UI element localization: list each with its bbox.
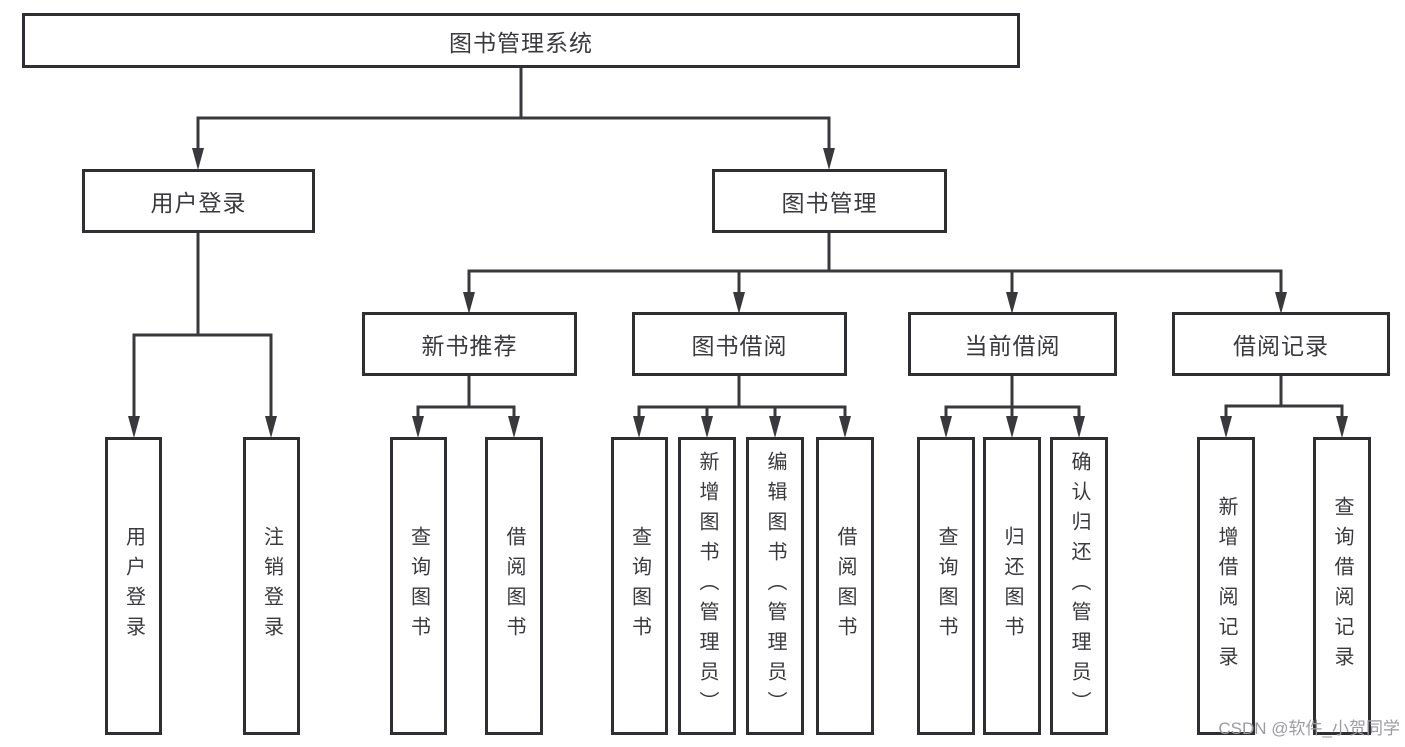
node-label: 用户登录 <box>150 190 247 216</box>
node-label: 查询图书 <box>935 526 957 646</box>
node-borrow-records: 借阅记录 <box>1172 312 1390 376</box>
node-book-management: 图书管理 <box>712 169 947 233</box>
leaf-current-query-books: 查询图书 <box>917 437 975 735</box>
watermark: CSDN @软件_小贺同学 <box>1218 719 1400 738</box>
node-label: 当前借阅 <box>964 333 1061 359</box>
node-label: 图书借阅 <box>691 333 788 359</box>
node-label: 新增图书（管理员） <box>696 451 718 721</box>
node-user-login: 用户登录 <box>82 169 315 233</box>
arrow-down-icon <box>1336 416 1348 438</box>
arrow-down-icon <box>1006 292 1018 314</box>
leaf-borrowing-add-books-admin: 新增图书（管理员） <box>678 437 736 735</box>
node-label: 新增借阅记录 <box>1215 496 1237 676</box>
connector-root <box>192 66 835 170</box>
node-label: 借阅图书 <box>503 526 525 646</box>
arrow-down-icon <box>1220 416 1232 438</box>
node-label: 注销登录 <box>260 526 283 646</box>
leaf-current-confirm-return-admin: 确认归还（管理员） <box>1050 437 1108 735</box>
node-label: 归还图书 <box>1001 526 1023 646</box>
node-label: 图书管理系统 <box>449 29 593 56</box>
leaf-records-query-borrow-record: 查询借阅记录 <box>1313 437 1371 735</box>
node-current-borrowing: 当前借阅 <box>908 312 1117 376</box>
node-label: 图书管理 <box>781 190 878 216</box>
arrow-down-icon <box>823 148 835 170</box>
arrow-down-icon <box>839 416 851 438</box>
leaf-borrowing-borrow-books: 借阅图书 <box>816 437 874 735</box>
leaf-newbook-borrow-books: 借阅图书 <box>485 437 543 735</box>
arrow-down-icon <box>733 292 745 314</box>
arrow-down-icon <box>701 416 713 438</box>
arrow-down-icon <box>940 416 952 438</box>
node-label: 借阅图书 <box>834 526 856 646</box>
node-label: 查询借阅记录 <box>1331 496 1353 676</box>
leaf-newbook-query-books: 查询图书 <box>390 437 447 735</box>
node-label: 用户登录 <box>122 526 145 646</box>
arrow-down-icon <box>508 416 520 438</box>
arrow-down-icon <box>265 416 277 438</box>
arrow-down-icon <box>128 416 140 438</box>
arrow-down-icon <box>192 148 204 170</box>
leaf-records-add-borrow-record: 新增借阅记录 <box>1197 437 1255 735</box>
leaf-borrowing-query-books: 查询图书 <box>611 437 668 735</box>
node-label: 编辑图书（管理员） <box>764 451 786 721</box>
node-library-management-system: 图书管理系统 <box>22 13 1020 68</box>
node-new-book-recommendation: 新书推荐 <box>362 312 577 376</box>
arrow-down-icon <box>1073 416 1085 438</box>
arrow-down-icon <box>633 416 645 438</box>
arrow-down-icon <box>412 416 424 438</box>
leaf-user-login: 用户登录 <box>105 437 162 735</box>
node-label: 新书推荐 <box>421 333 518 359</box>
leaf-logout: 注销登录 <box>243 437 300 735</box>
arrow-down-icon <box>1275 292 1287 314</box>
connector-user-login <box>128 231 277 438</box>
arrow-down-icon <box>463 292 475 314</box>
node-label: 借阅记录 <box>1233 333 1329 359</box>
node-label: 查询图书 <box>407 526 430 646</box>
connector-borrow-records <box>1220 374 1348 438</box>
leaf-borrowing-edit-books-admin: 编辑图书（管理员） <box>746 437 804 735</box>
node-label: 查询图书 <box>628 526 651 646</box>
node-label: 确认归还（管理员） <box>1068 451 1090 721</box>
node-book-borrowing: 图书借阅 <box>632 312 847 376</box>
connector-new-book <box>412 374 520 438</box>
connector-book-borrowing <box>633 374 851 438</box>
leaf-current-return-books: 归还图书 <box>983 437 1041 735</box>
arrow-down-icon <box>769 416 781 438</box>
connector-current-borrowing <box>940 374 1085 438</box>
connector-book-management <box>463 231 1287 314</box>
arrow-down-icon <box>1006 416 1018 438</box>
